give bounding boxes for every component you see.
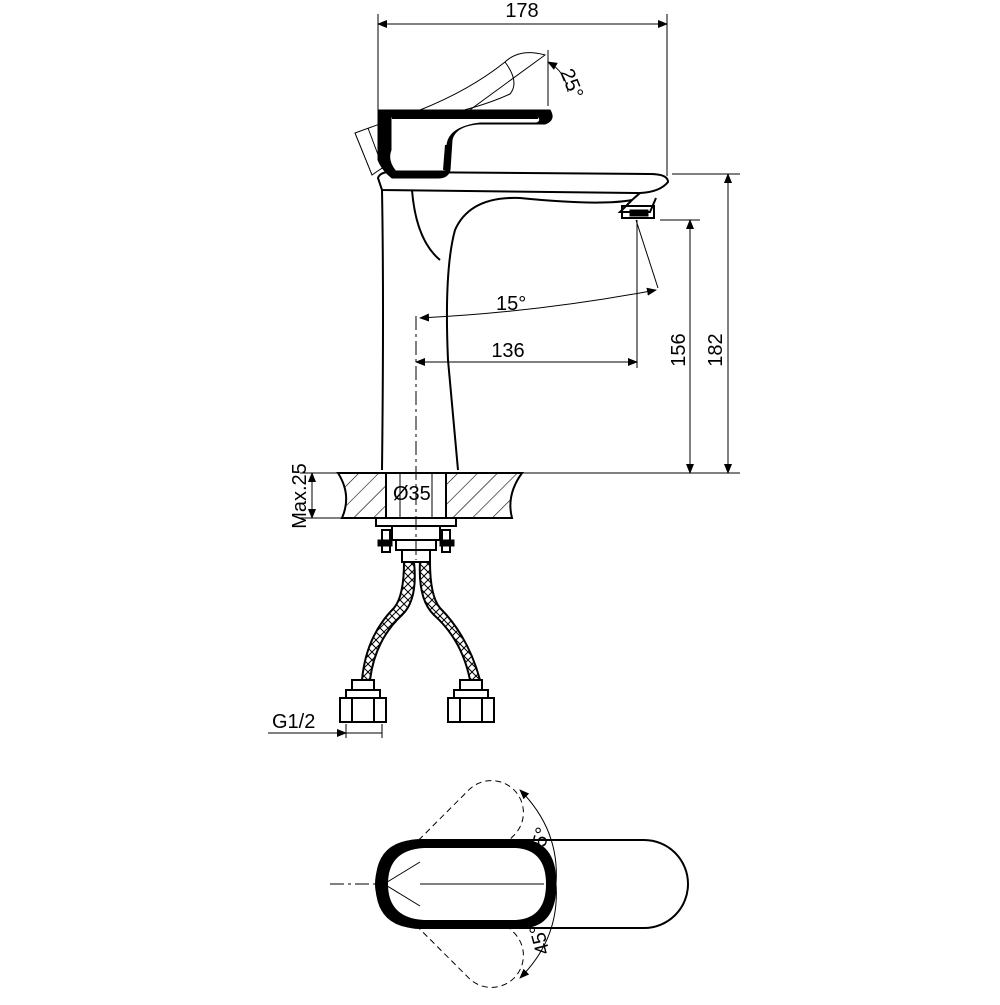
label-connection: G1/2	[272, 711, 315, 733]
mounting-hardware	[375, 517, 457, 563]
faucet-body	[376, 170, 670, 471]
label-spout-angle: 15°	[496, 293, 526, 315]
countertop-section: Ø35	[336, 472, 524, 519]
label-lever-angle: 25°	[555, 66, 587, 102]
label-total-height: 182	[705, 333, 727, 366]
dimension-spout-reach: 136	[415, 220, 638, 368]
dimension-connection: G1/2	[268, 711, 383, 738]
label-hole-diameter: Ø35	[393, 483, 431, 505]
label-spout-reach: 136	[491, 340, 524, 362]
braided-hoses	[339, 561, 495, 723]
label-max-thickness: Max.25	[289, 463, 311, 529]
label-spout-height: 156	[668, 333, 690, 366]
lever-handle	[377, 109, 553, 179]
dimension-heights: 156 182	[300, 173, 740, 474]
label-overall-width: 178	[505, 0, 538, 22]
dimension-spout-angle: 15°	[419, 219, 659, 322]
top-view: 45° 45°	[330, 780, 689, 988]
dimension-overall-width: 178	[377, 0, 668, 176]
dimension-max-thickness: Max.25	[289, 463, 346, 529]
side-view: 178 25°	[268, 0, 740, 738]
dimension-lever-angle: 25°	[547, 50, 587, 106]
